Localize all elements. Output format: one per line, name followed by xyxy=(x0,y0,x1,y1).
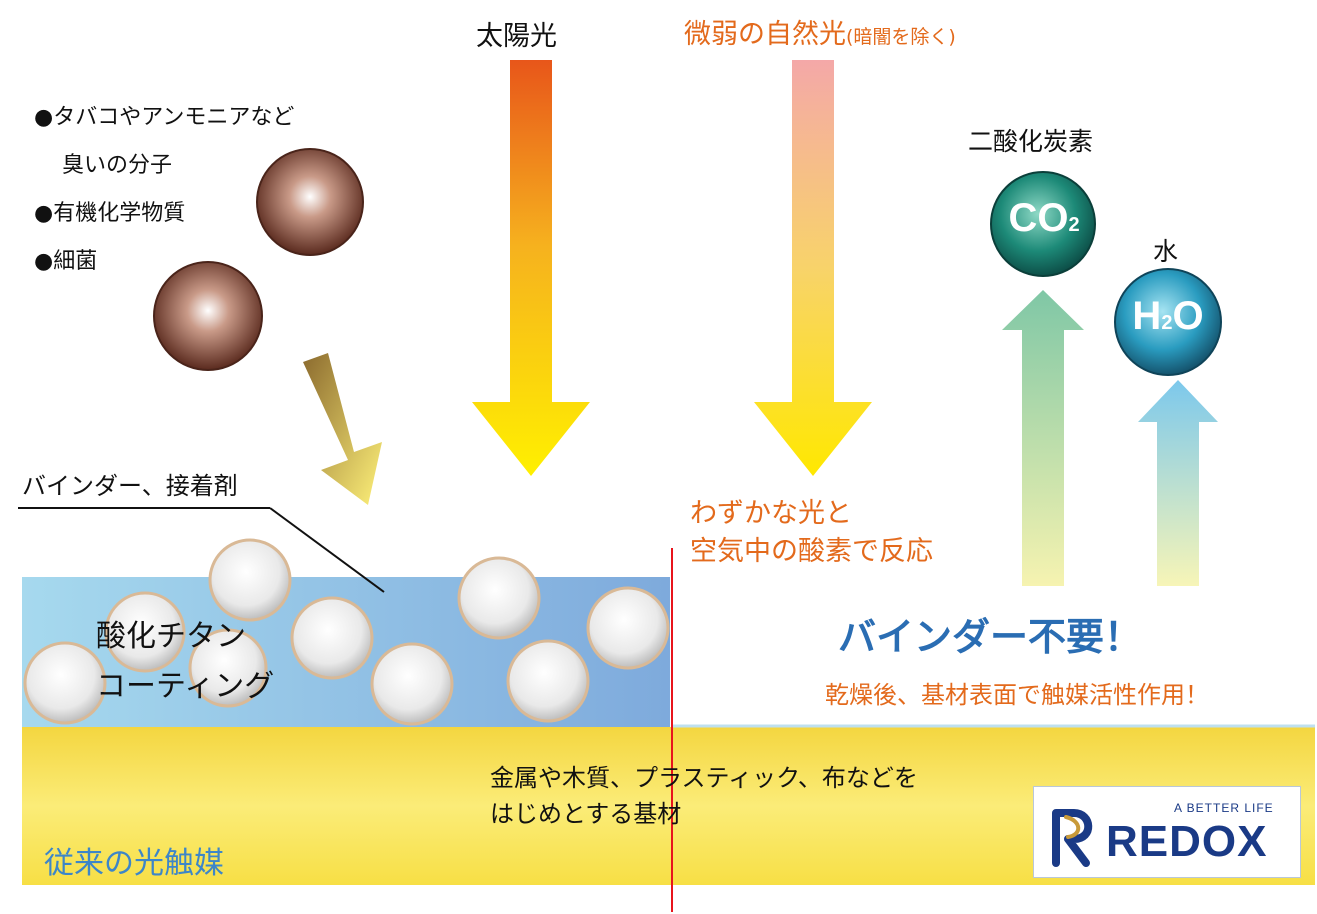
effect-label: 乾燥後、基材表面で触媒活性作用！ xyxy=(825,681,1209,709)
logo-name: REDOX xyxy=(1106,817,1268,866)
conventional-label: 従来の光触媒 xyxy=(44,846,224,881)
co2-formula: CO2 xyxy=(998,196,1090,241)
h2o-formula-sub: 2 xyxy=(1161,312,1173,334)
pollutant-item: ●タバコやアンモニアなど xyxy=(34,105,295,130)
h2o-formula-o: O xyxy=(1172,294,1204,338)
reaction-label: わずかな光と 空気中の酸素で反応 xyxy=(690,495,933,571)
tio2-particle xyxy=(188,628,268,708)
redox-logo: A BETTER LIFE REDOX xyxy=(1033,786,1301,878)
tio2-particle xyxy=(104,591,186,673)
tio2-particle xyxy=(370,642,454,726)
logo-tagline: A BETTER LIFE xyxy=(1174,801,1274,815)
coating-label: 酸化チタン コーティング xyxy=(96,612,274,712)
coating-label-line: コーティング xyxy=(96,669,275,704)
weak-light-label: 微弱の自然光(暗闇を除く) xyxy=(684,12,956,51)
sunlight-label: 太陽光 xyxy=(476,21,557,52)
tio2-particles xyxy=(23,538,670,726)
pollutant-item: 臭いの分子 xyxy=(62,153,173,178)
coating-label-line: 酸化チタン xyxy=(96,619,246,654)
substrate-line: はじめとする基材 xyxy=(490,800,682,828)
redox-logo-mark xyxy=(1052,809,1093,867)
pollutant-list: ●タバコやアンモニアなど 臭いの分子 ●有機化学物質 ●細菌 xyxy=(34,94,294,286)
co2-formula-main: CO xyxy=(1008,196,1069,240)
pollutant-molecule xyxy=(256,148,364,256)
pollutant-arrow xyxy=(303,353,382,505)
co2-formula-sub: 2 xyxy=(1068,214,1080,236)
weak-light-note: (暗闇を除く) xyxy=(846,26,956,48)
sunlight-arrow xyxy=(472,60,590,476)
water-name-label: 水 xyxy=(1153,237,1179,266)
substrate-label: 金属や木質、プラスティック、布などを はじめとする基材 xyxy=(490,760,918,832)
h2o-molecule xyxy=(1114,268,1222,376)
pollutant-item: ●細菌 xyxy=(34,249,98,274)
substrate-line: 金属や木質、プラスティック、布などを xyxy=(490,764,918,792)
h2o-arrow xyxy=(1138,380,1218,586)
h2o-formula-h: H xyxy=(1132,294,1162,338)
tio2-particle xyxy=(586,586,670,670)
reaction-line: 空気中の酸素で反応 xyxy=(690,536,933,567)
weak-light-main: 微弱の自然光 xyxy=(684,19,846,50)
binder-leader xyxy=(269,507,385,593)
tio2-particle xyxy=(506,639,590,723)
binder-label: バインダー、接着剤 xyxy=(22,472,238,500)
tio2-particle xyxy=(208,538,292,622)
weak-light-arrow xyxy=(754,60,872,476)
tio2-particle xyxy=(23,641,107,725)
co2-molecule xyxy=(990,171,1096,277)
h2o-formula: H2O xyxy=(1122,294,1214,339)
pollutant-molecule xyxy=(153,261,263,371)
no-binder-headline: バインダー不要！ xyxy=(838,615,1143,659)
pollutant-item: ●有機化学物質 xyxy=(34,201,186,226)
reaction-line: わずかな光と xyxy=(690,498,852,529)
co2-name-label: 二酸化炭素 xyxy=(968,127,1094,156)
co2-arrow xyxy=(1002,290,1084,586)
tio2-particle xyxy=(457,556,541,640)
tio2-particle xyxy=(290,596,374,680)
